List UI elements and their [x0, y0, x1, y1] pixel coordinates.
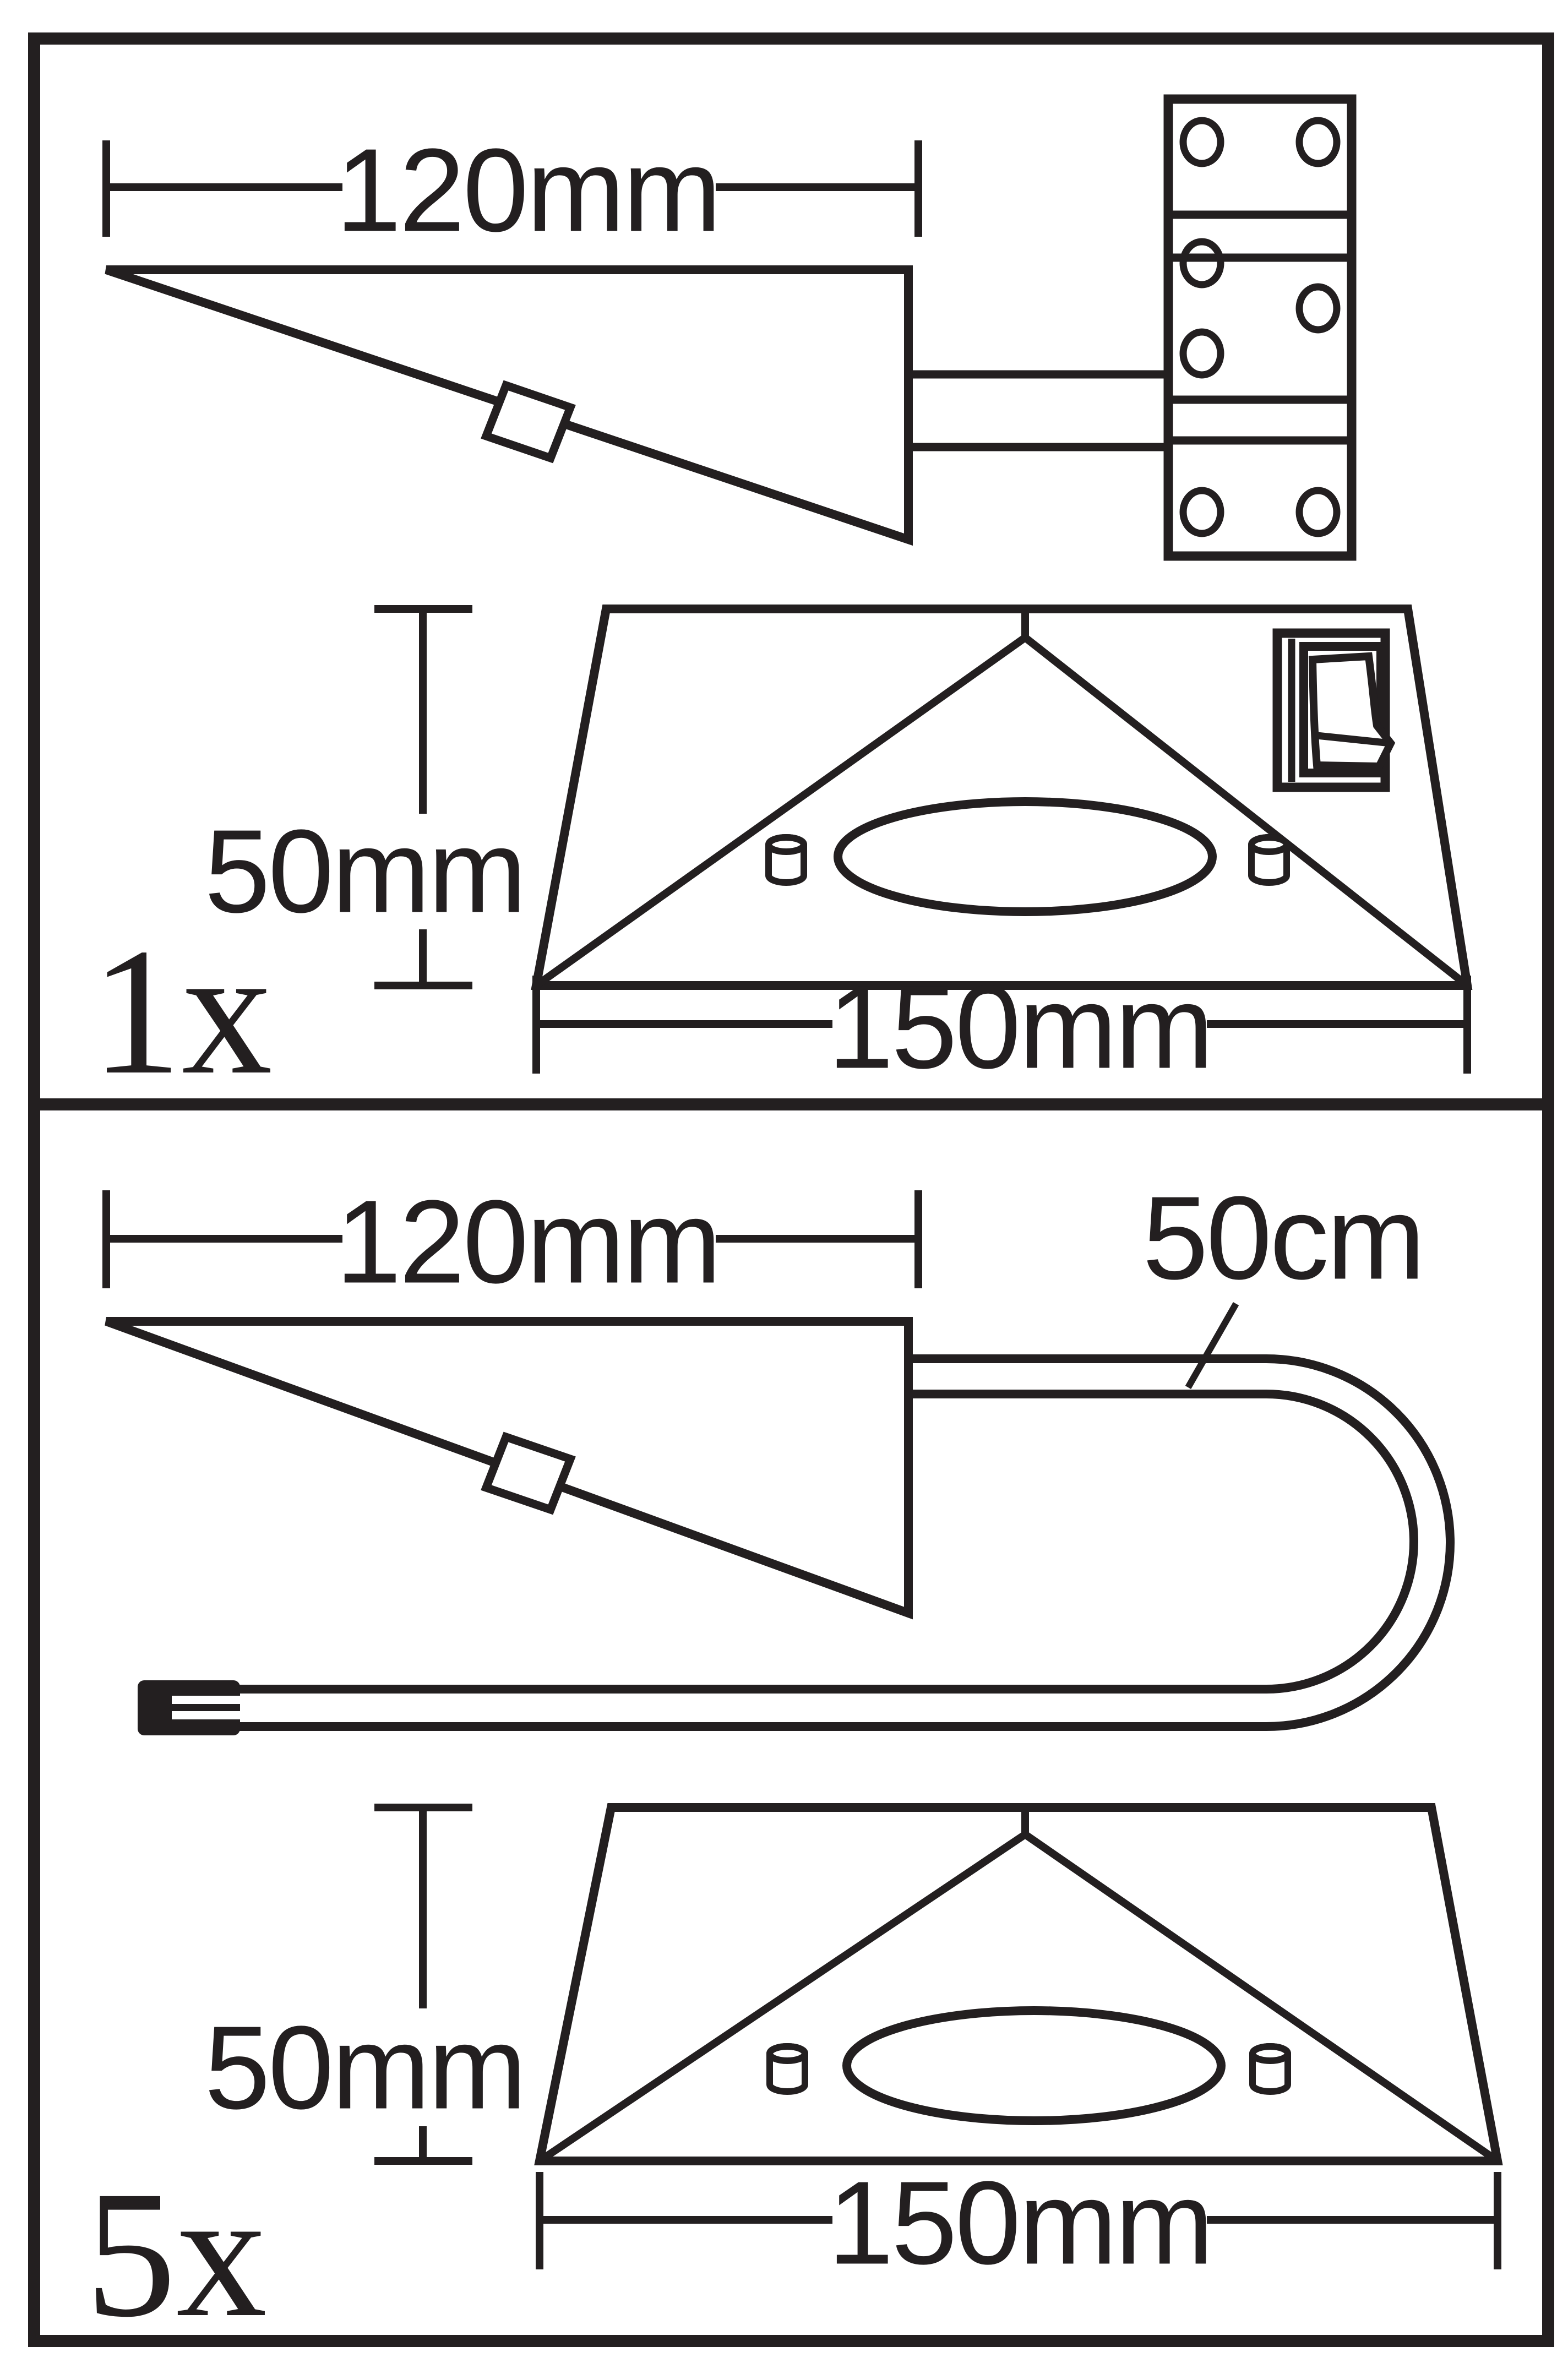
lens-ellipse [842, 2006, 1226, 2125]
front-view-facet-line [533, 634, 1028, 989]
screw-hole [1179, 328, 1224, 379]
front-view-facet-line [1023, 1831, 1500, 2164]
lens-square [481, 1431, 576, 1515]
rocker-switch [1272, 628, 1396, 792]
screw-hole [1295, 117, 1341, 167]
connector-body [138, 1680, 240, 1735]
screw-hole [1179, 117, 1224, 167]
dim-label-width-front: 150mm [828, 2157, 1212, 2289]
dim-150mm-panel2: 150mm [536, 2157, 1501, 2289]
front-view-panel1 [531, 605, 1473, 990]
screw-cap [1249, 2043, 1291, 2095]
dim-50cm-cable: 50cm [1142, 1172, 1425, 1389]
dim-label-width-side: 120mm [336, 1175, 720, 1308]
lens-ellipse [834, 797, 1217, 916]
panel-1: 120mm [91, 94, 1473, 1112]
dim-150mm-panel1: 150mm [532, 961, 1471, 1093]
page-border [28, 32, 1554, 2347]
screw-cap [766, 2043, 808, 2095]
connector-slot [172, 1711, 240, 1719]
dim-label-cable-length: 50cm [1142, 1172, 1423, 1304]
dim-label-height-front: 50mm [204, 805, 524, 938]
dim-50mm-panel2: 50mm [204, 1804, 527, 2165]
lens-square [481, 380, 576, 464]
screw-cap [765, 834, 807, 886]
front-view-facet-line [537, 1831, 1027, 2164]
connector-slot [172, 1696, 240, 1704]
switch-inner-frame [1299, 642, 1385, 777]
dim-120mm-panel2: 120mm [102, 1175, 922, 1308]
quantity-label: 1x [91, 911, 273, 1112]
screw-cap [1248, 834, 1290, 886]
dim-label-width-side: 120mm [336, 124, 720, 257]
dim-50mm-panel1: 50mm [204, 605, 527, 989]
leader-line [1185, 1302, 1239, 1389]
front-view-facet-line [1022, 634, 1470, 989]
cable [138, 1354, 1455, 1735]
front-view-panel2 [534, 1803, 1503, 2165]
screw-hole [1179, 238, 1224, 288]
panel-2: 120mm 50cm [85, 1172, 1503, 2355]
cable-connector [138, 1680, 240, 1735]
cable-inner-line [239, 1390, 1418, 1694]
quantity-label: 5x [85, 2154, 267, 2355]
dim-label-width-front: 150mm [828, 961, 1212, 1093]
mounting-plate [1163, 94, 1357, 561]
screw-hole [1295, 487, 1341, 537]
dim-120mm-panel1: 120mm [102, 124, 922, 257]
cable-outer-line [239, 1354, 1455, 1731]
screw-hole [1179, 487, 1224, 537]
switch-rocker-crease [1316, 732, 1391, 747]
screw-hole [1295, 283, 1341, 334]
dim-label-height-front: 50mm [204, 2001, 524, 2134]
